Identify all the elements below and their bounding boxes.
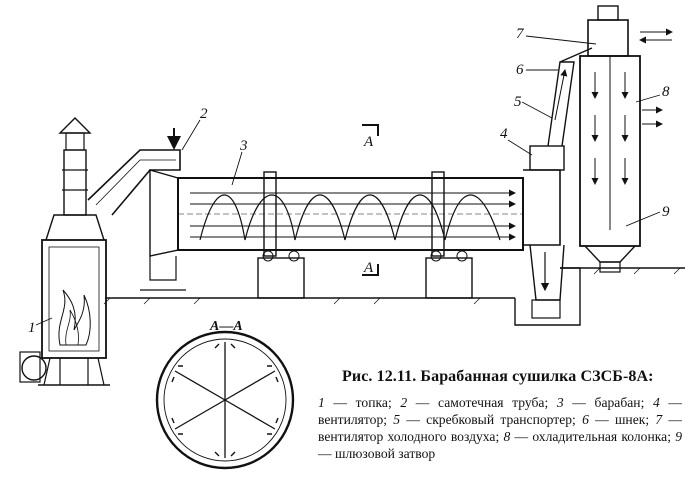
label-3: 3 xyxy=(239,138,248,154)
legend-text: топка xyxy=(355,395,388,410)
legend-text: охладительная колонка xyxy=(532,429,668,444)
label-6: 6 xyxy=(516,62,524,78)
label-1: 1 xyxy=(28,320,36,336)
legend-number: 9 xyxy=(675,429,682,444)
cooling-column xyxy=(579,5,673,273)
callout-leaders xyxy=(35,35,661,326)
label-2: 2 xyxy=(200,106,208,122)
label-9: 9 xyxy=(662,204,670,220)
label-section-title: A—A xyxy=(209,319,243,334)
gravity-pipe xyxy=(87,128,181,216)
legend-text: скребковый транспортер xyxy=(426,412,573,427)
caption-legend: 1 — топка; 2 — самотечная труба; 3 — бар… xyxy=(318,395,683,461)
legend-number: 8 xyxy=(503,429,511,444)
section-marks xyxy=(362,124,379,276)
legend-number: 1 xyxy=(318,395,325,410)
legend-number: 2 xyxy=(400,395,408,410)
legend-text: шнек xyxy=(614,412,646,427)
legend-text: барабан xyxy=(594,395,641,410)
furnace xyxy=(19,117,110,386)
drum xyxy=(140,169,524,299)
caption-title: Рис. 12.11. Барабанная сушилка СЗСБ-8А: xyxy=(342,368,654,385)
cross-section xyxy=(155,330,295,470)
legend-text: вентилятор xyxy=(318,412,384,427)
discharge-chamber xyxy=(523,145,565,319)
label-section-bottom: A xyxy=(363,260,374,276)
label-7: 7 xyxy=(516,26,525,42)
label-section-top: A xyxy=(363,134,374,150)
label-5: 5 xyxy=(514,94,522,110)
legend-number: 5 xyxy=(393,412,401,427)
legend-number: 3 xyxy=(556,395,564,410)
figure-caption: Рис. 12.11. Барабанная сушилка СЗСБ-8А: … xyxy=(318,368,682,462)
legend-number: 6 xyxy=(582,412,589,427)
legend-text: шлюзовой затвор xyxy=(335,446,436,461)
legend-text: самотечная труба xyxy=(438,395,545,410)
legend-text: вентилятор холодного воздуха xyxy=(318,429,496,444)
label-4: 4 xyxy=(500,126,508,142)
label-8: 8 xyxy=(662,84,670,100)
scraper-conveyor xyxy=(547,47,593,147)
legend-number: 7 xyxy=(655,412,663,427)
legend-number: 4 xyxy=(652,395,660,410)
floor-line xyxy=(103,267,685,326)
